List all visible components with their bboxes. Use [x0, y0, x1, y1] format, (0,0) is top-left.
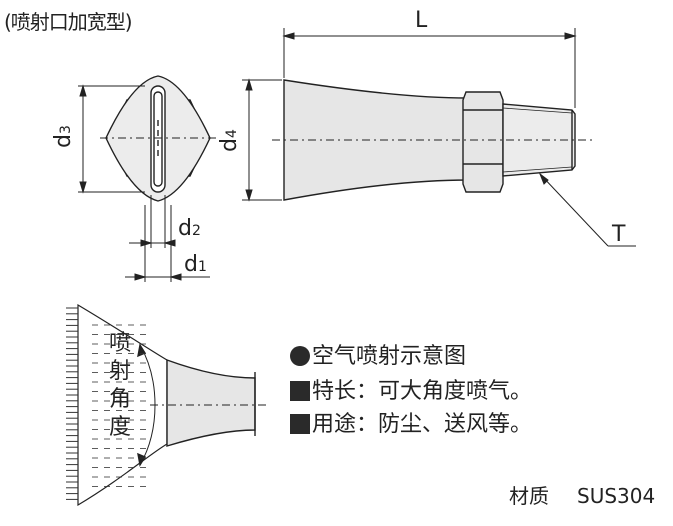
label-d2: d2 — [178, 216, 201, 241]
legend-spray-diagram: 空气喷射示意图 — [290, 338, 466, 370]
legend-feature: 特长：可大角度喷气。 — [290, 373, 532, 405]
label-d3: d3 — [50, 125, 76, 148]
drawing-title: (喷射口加宽型) — [4, 10, 133, 34]
T-leader — [538, 172, 636, 247]
bullet-square-icon — [290, 381, 310, 401]
legend-usage: 用途：防尘、送风等。 — [290, 406, 532, 438]
material-spec: 材质 SUS304 — [509, 480, 655, 509]
material-value: SUS304 — [577, 484, 656, 508]
label-d4: d4 — [216, 129, 242, 152]
d4-dimension — [242, 78, 282, 202]
bullet-square-icon — [290, 414, 310, 434]
spray-hatching — [66, 307, 146, 500]
spray-diagram — [77, 303, 268, 507]
L-dimension — [282, 28, 577, 108]
d2-d1-dimension — [125, 195, 210, 282]
front-view — [100, 75, 220, 202]
side-view — [272, 79, 592, 201]
bullet-circle-icon — [290, 346, 310, 366]
label-T: T — [612, 222, 626, 247]
label-L: L — [415, 8, 428, 33]
spray-angle-arc — [139, 344, 156, 466]
spray-angle-label: 喷 射 角 度 — [108, 331, 131, 440]
material-label: 材质 — [509, 484, 549, 508]
spray-nozzle-body — [166, 359, 256, 447]
label-d1: d1 — [184, 252, 207, 277]
hex-nut — [462, 91, 504, 193]
d3-dimension — [78, 84, 145, 194]
